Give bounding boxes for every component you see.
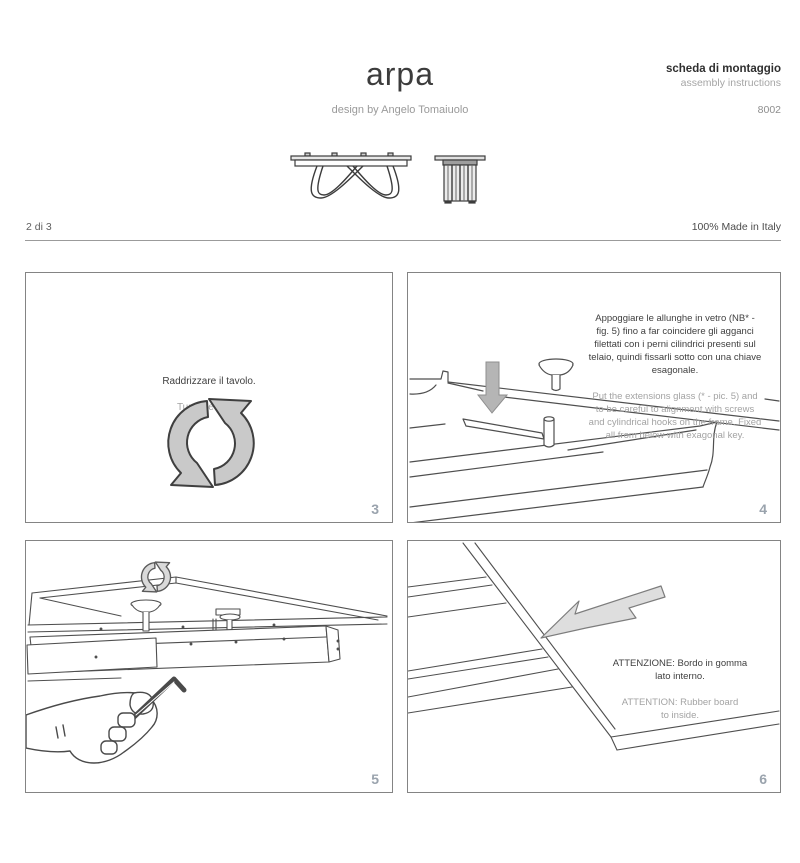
hex-key-icon [131,676,187,720]
step-3-caption-it: Raddrizzare il tavolo. [162,376,256,387]
designer-credit: design by Angelo Tomaiuolo [331,104,469,116]
step-4-caption-en: Put the extensions glass (* - pic. 5) an… [588,391,762,441]
document-title: scheda di montaggio [665,63,781,75]
step-4-caption: Appoggiare le allunghe in vetro (NB* - f… [574,299,776,455]
threaded-knob-icon [130,599,162,632]
step-6-number: 6 [759,771,767,787]
step-panel-4: Appoggiare le allunghe in vetro (NB* - f… [407,272,781,523]
table-side-view-icon [434,155,486,204]
step-5-number: 5 [371,771,379,787]
left-arrow-icon [540,585,666,639]
step-3-number: 3 [371,501,379,517]
step-panel-6: ATTENZIONE: Bordo in gomma lato interno.… [407,540,781,793]
step-5-illustration [26,561,388,764]
header-divider [25,240,781,241]
document-subtitle: assembly instructions [680,77,781,89]
step-6-caption-en: ATTENTION: Rubber board to inside. [621,697,739,721]
made-in-label: 100% Made in Italy [691,221,781,233]
step-6-illustration [408,542,780,751]
rotate-arrows-icon [167,398,255,488]
document-info: scheda di montaggio assembly instruction… [666,63,781,116]
step-4-number: 4 [759,501,767,517]
table-front-view-icon [290,152,412,199]
hand-holding-key [26,676,187,764]
cylindrical-pin-icon [543,416,555,448]
step-6-caption-it: ATTENZIONE: Bordo in gomma lato interno. [612,658,748,682]
threaded-knob-icon [538,358,574,392]
step-4-caption-it: Appoggiare le allunghe in vetro (NB* - f… [588,313,762,376]
step-6-caption: ATTENZIONE: Bordo in gomma lato interno.… [580,644,780,735]
table-front-and-side-view-icons [290,152,486,204]
product-title: arpa [365,56,435,92]
step-panel-5: 5 [25,540,393,793]
model-number: 8002 [757,104,781,116]
small-rotate-arrows-icon [140,561,172,593]
down-arrow-icon [476,361,509,414]
page-indicator: 2 di 3 [26,221,52,233]
step-4-illustration [409,358,780,522]
step-panel-3: Raddrizzare il tavolo. Turn the table. 3 [25,272,393,523]
